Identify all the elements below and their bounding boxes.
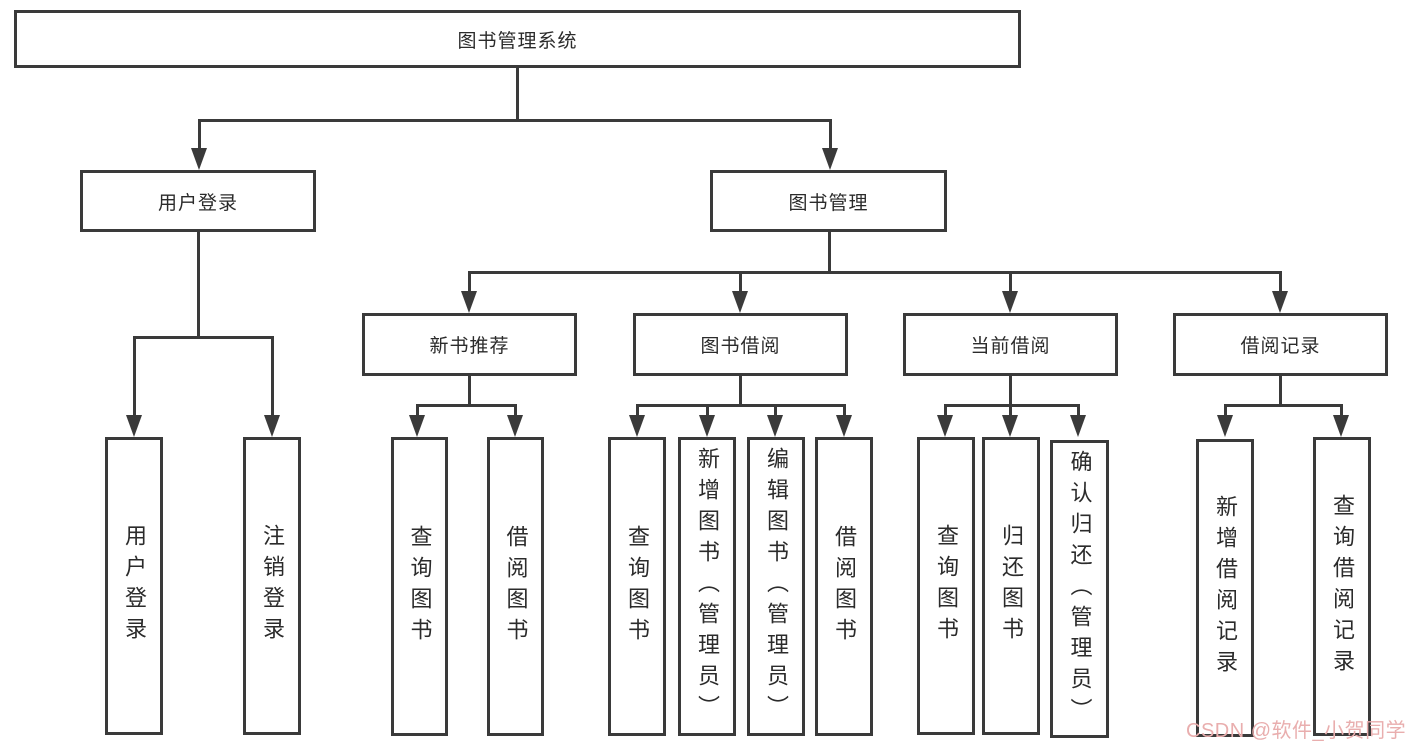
arrowhead-rc-leaf2 bbox=[1333, 415, 1349, 437]
connector-records-hline bbox=[1224, 404, 1343, 407]
connector-currentborrow-drop bbox=[1009, 271, 1012, 293]
arrowhead-bb-leaf3 bbox=[767, 415, 783, 437]
arrowhead-currentborrow bbox=[1002, 291, 1018, 313]
connector-currentborrow-hline bbox=[944, 404, 1080, 407]
connector-nb-leaf2-drop bbox=[514, 404, 517, 417]
arrowhead-newbook bbox=[461, 291, 477, 313]
arrowhead-cb-leaf2 bbox=[1002, 415, 1018, 437]
connector-rc-leaf2-drop bbox=[1340, 404, 1343, 417]
leaf-confirm-return-admin: 确认归还（管理员） bbox=[1050, 440, 1109, 738]
connector-rc-leaf1-drop bbox=[1224, 404, 1227, 417]
arrowhead-bb-leaf2 bbox=[699, 415, 715, 437]
node-book-borrow: 图书借阅 bbox=[633, 313, 848, 376]
connector-cb-leaf1-drop bbox=[944, 404, 947, 417]
connector-currentborrow-stem bbox=[1009, 376, 1012, 407]
arrowhead-bb-leaf1 bbox=[629, 415, 645, 437]
connector-cb-leaf2-drop bbox=[1009, 404, 1012, 417]
arrowhead-login bbox=[191, 148, 207, 170]
connector-nb-leaf1-drop bbox=[416, 404, 419, 417]
connector-branches-hline bbox=[468, 271, 1282, 274]
leaf-query-books-current: 查询图书 bbox=[917, 437, 975, 735]
arrowhead-cb-leaf3 bbox=[1070, 415, 1086, 437]
connector-newbook-stem bbox=[468, 376, 471, 407]
leaf-user-login: 用户登录 bbox=[105, 437, 163, 735]
leaf-borrow-books: 借阅图书 bbox=[815, 437, 873, 736]
connector-bb-leaf4-drop bbox=[843, 404, 846, 417]
arrowhead-cb-leaf1 bbox=[937, 415, 953, 437]
node-book-management: 图书管理 bbox=[710, 170, 947, 232]
node-new-book-recommend: 新书推荐 bbox=[362, 313, 577, 376]
connector-bb-leaf2-drop bbox=[706, 404, 709, 417]
watermark-text: CSDN @软件_小贺同学 bbox=[1186, 720, 1405, 742]
connector-newbook-drop bbox=[468, 271, 471, 293]
arrowhead-nb-leaf1 bbox=[409, 415, 425, 437]
connector-records-drop bbox=[1279, 271, 1282, 293]
leaf-query-books-borrow: 查询图书 bbox=[608, 437, 666, 736]
arrowhead-nb-leaf2 bbox=[507, 415, 523, 437]
connector-management-stem bbox=[828, 232, 831, 274]
connector-bookborrow-stem bbox=[739, 376, 742, 407]
connector-level1-hline bbox=[198, 119, 832, 122]
connector-bb-leaf3-drop bbox=[774, 404, 777, 417]
leaf-query-books-recommend: 查询图书 bbox=[391, 437, 448, 736]
connector-login-stem bbox=[197, 232, 200, 339]
arrowhead-bb-leaf4 bbox=[836, 415, 852, 437]
arrowhead-management bbox=[822, 148, 838, 170]
arrowhead-logout bbox=[264, 415, 280, 437]
connector-bb-leaf1-drop bbox=[636, 404, 639, 417]
connector-login-hline bbox=[133, 336, 274, 339]
connector-records-stem bbox=[1279, 376, 1282, 407]
node-library-management-system: 图书管理系统 bbox=[14, 10, 1021, 68]
connector-login-drop bbox=[198, 119, 201, 150]
arrowhead-userlogin bbox=[126, 415, 142, 437]
leaf-borrow-books-recommend: 借阅图书 bbox=[487, 437, 544, 736]
node-current-borrow: 当前借阅 bbox=[903, 313, 1118, 376]
arrowhead-records bbox=[1272, 291, 1288, 313]
leaf-add-borrow-record: 新增借阅记录 bbox=[1196, 439, 1254, 737]
connector-cb-leaf3-drop bbox=[1077, 404, 1080, 417]
leaf-query-borrow-record: 查询借阅记录 bbox=[1313, 437, 1371, 736]
leaf-edit-books-admin: 编辑图书（管理员） bbox=[747, 437, 805, 736]
connector-logout-drop bbox=[271, 336, 274, 417]
node-borrow-records: 借阅记录 bbox=[1173, 313, 1388, 376]
connector-management-drop bbox=[829, 119, 832, 150]
leaf-return-books: 归还图书 bbox=[982, 437, 1040, 735]
connector-userlogin-drop bbox=[133, 336, 136, 417]
arrowhead-rc-leaf1 bbox=[1217, 415, 1233, 437]
leaf-add-books-admin: 新增图书（管理员） bbox=[678, 437, 736, 736]
arrowhead-bookborrow bbox=[732, 291, 748, 313]
connector-root-stem bbox=[516, 68, 519, 121]
connector-newbook-hline bbox=[416, 404, 517, 407]
connector-bookborrow-drop bbox=[739, 271, 742, 293]
leaf-logout-login: 注销登录 bbox=[243, 437, 301, 735]
node-user-login: 用户登录 bbox=[80, 170, 316, 232]
connector-bookborrow-hline bbox=[636, 404, 846, 407]
